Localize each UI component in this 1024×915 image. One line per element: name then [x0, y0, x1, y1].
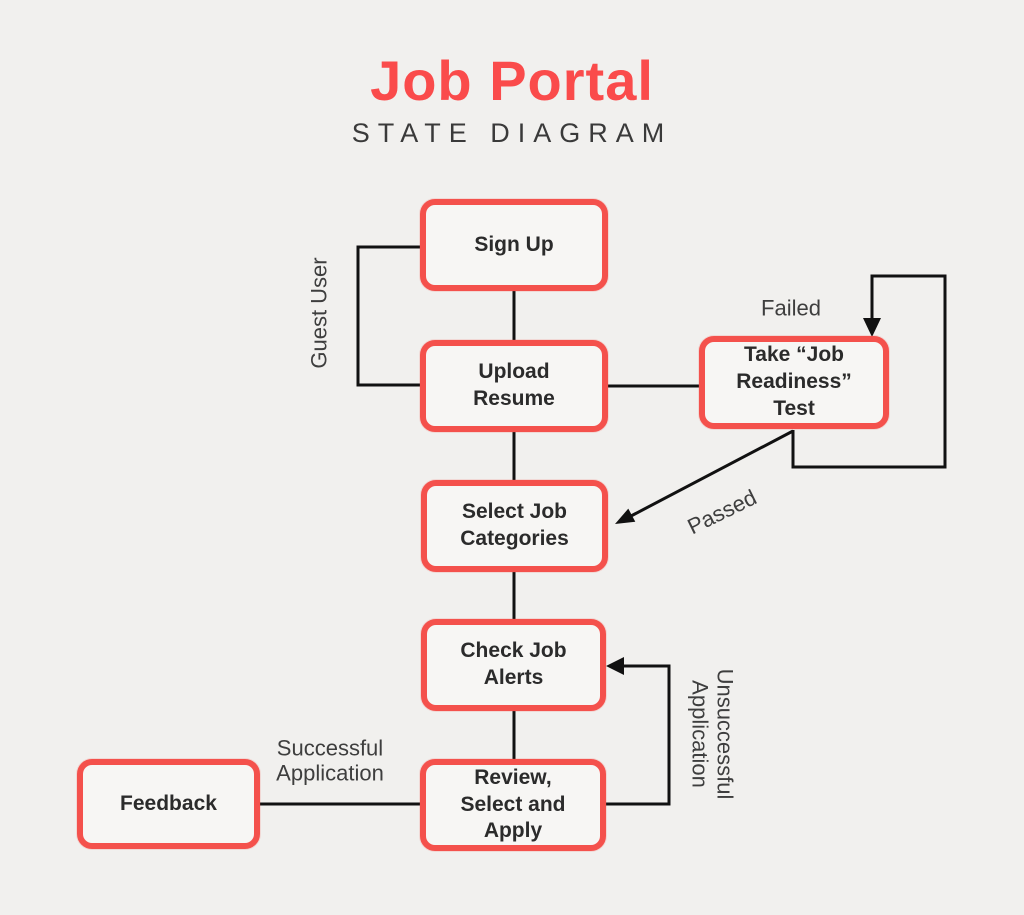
edge-label-guest-user: Guest User [306, 257, 332, 369]
state-node-review-select-apply: Review, Select and Apply [420, 759, 606, 851]
page-subtitle: STATE DIAGRAM [351, 118, 673, 148]
edge-guest-user-bracket [356, 245, 421, 387]
edge-unsuccessful-loop [606, 664, 671, 806]
edge-label-unsuccessful-application: Unsuccessful Application [687, 668, 738, 800]
arrowhead-failed-into-taketest [863, 318, 881, 337]
state-node-feedback: Feedback [77, 759, 260, 849]
arrowhead-unsuccessful-into-check [606, 657, 624, 675]
page-title: Job Portal [370, 49, 654, 112]
state-node-sign-up: Sign Up [420, 199, 608, 291]
arrowhead-passed-into-select [615, 508, 636, 524]
state-node-check-job-alerts: Check Job Alerts [421, 619, 606, 711]
state-node-take-job-readiness-test: Take “Job Readiness” Test [699, 336, 889, 429]
edge-label-successful-application: Successful Application [276, 735, 384, 786]
edge-label-failed: Failed [761, 295, 821, 321]
state-node-select-job-categories: Select Job Categories [421, 480, 608, 572]
edge-failed-loop [791, 274, 947, 469]
edge-passed-diagonal [630, 429, 794, 518]
state-node-upload-resume: Upload Resume [420, 340, 608, 432]
